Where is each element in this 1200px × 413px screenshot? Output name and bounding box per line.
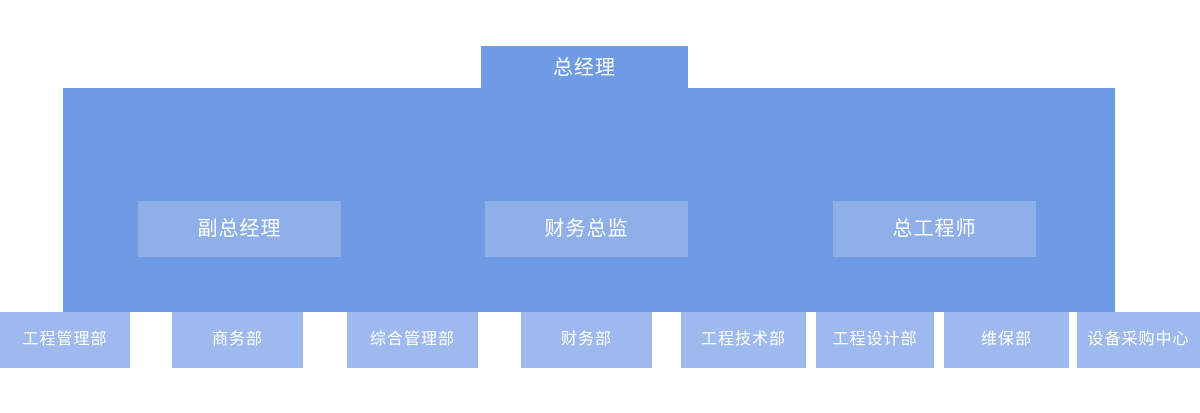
org-node-label: 总经理 [553, 56, 616, 79]
org-node-dept-general-management[interactable]: 综合管理部 [347, 312, 478, 368]
org-node-dept-equipment-procurement-center[interactable]: 设备采购中心 [1077, 312, 1200, 368]
org-node-dept-finance[interactable]: 财务部 [521, 312, 652, 368]
org-node-label: 工程管理部 [22, 331, 108, 349]
org-node-label: 工程设计部 [832, 331, 918, 349]
org-node-dept-engineering-technology[interactable]: 工程技术部 [681, 312, 806, 368]
org-node-label: 综合管理部 [369, 331, 455, 349]
org-node-mid-finance-director[interactable]: 财务总监 [485, 201, 688, 257]
org-node-mid-deputy-general-manager[interactable]: 副总经理 [138, 201, 341, 257]
org-node-dept-engineering-management[interactable]: 工程管理部 [0, 312, 130, 368]
org-connector-band [63, 88, 1115, 312]
org-node-dept-maintenance[interactable]: 维保部 [944, 312, 1069, 368]
org-node-label: 维保部 [980, 331, 1032, 349]
org-node-dept-engineering-design[interactable]: 工程设计部 [816, 312, 934, 368]
org-node-label: 商务部 [211, 331, 263, 349]
org-node-mid-chief-engineer[interactable]: 总工程师 [833, 201, 1036, 257]
org-node-label: 工程技术部 [700, 331, 786, 349]
org-node-label: 副总经理 [197, 218, 282, 240]
org-node-dept-business[interactable]: 商务部 [172, 312, 303, 368]
org-node-label: 财务总监 [544, 218, 629, 240]
org-node-label: 总工程师 [892, 218, 977, 240]
org-node-label: 财务部 [560, 331, 612, 349]
org-node-label: 设备采购中心 [1087, 331, 1190, 349]
org-node-top-general-manager[interactable]: 总经理 [481, 46, 688, 89]
